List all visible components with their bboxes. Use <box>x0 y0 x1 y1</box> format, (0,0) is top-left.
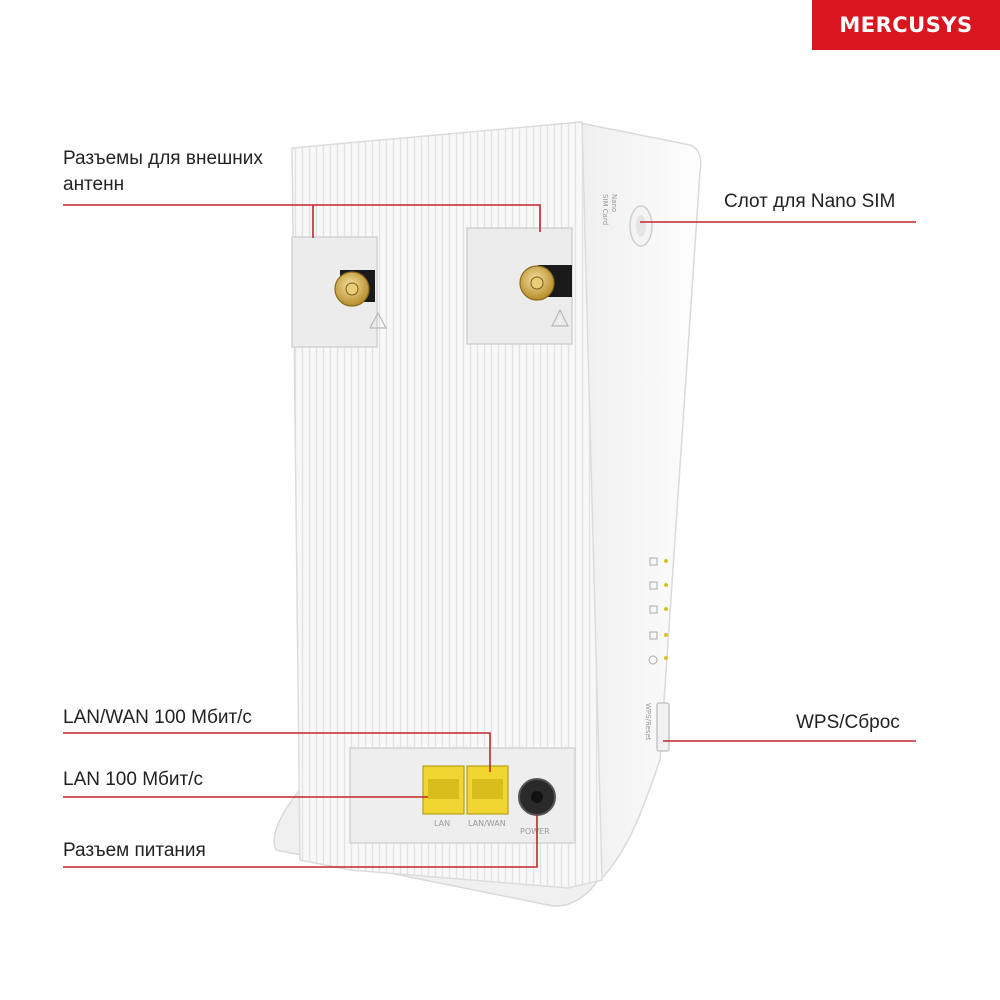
nano-sim-label: Слот для Nano SIM <box>724 191 896 212</box>
led-indicators <box>648 557 668 665</box>
led-indicator-icon <box>649 557 658 566</box>
antenna-connectors-label: Разъемы для внешних антенн <box>63 146 263 198</box>
mercusys-logo: MERCUSYS <box>812 0 1000 50</box>
warning-icon <box>551 308 569 327</box>
antenna-connector-left <box>291 236 387 348</box>
led-indicator-icon <box>649 605 658 614</box>
sim-label-1: Nano <box>610 194 618 212</box>
port-label-power: POWER <box>520 827 550 836</box>
port-label-lan-wan: LAN/WAN <box>468 819 506 828</box>
port-label-lan: LAN <box>434 819 450 828</box>
antenna-connectors-label-line2: антенн <box>63 174 125 196</box>
lan-wan-label: LAN/WAN 100 Мбит/с <box>63 707 252 728</box>
leader-lan-wan <box>63 732 491 772</box>
leader-antenna <box>63 204 541 232</box>
wps-reset-label: WPS/Сброс <box>796 712 900 733</box>
lan-label: LAN 100 Мбит/с <box>63 769 204 790</box>
router-side-panel <box>564 121 702 881</box>
led-indicator-icon <box>649 581 658 590</box>
antenna-connectors-label-line1: Разъемы для внешних <box>63 148 263 169</box>
leader-lines <box>63 204 916 868</box>
led-indicator-icon <box>648 655 658 665</box>
sim-label-2: SIM Card <box>601 194 609 225</box>
power-jack-label: Разъем питания <box>63 840 206 861</box>
nano-sim-slot: Nano SIM Card <box>601 194 653 247</box>
leader-power <box>63 815 538 868</box>
port-panel: LAN LAN/WAN POWER <box>349 747 576 844</box>
antenna-connector-right <box>466 227 573 345</box>
logo-text: MERCUSYS <box>839 13 973 37</box>
led-indicator-icon <box>649 631 658 640</box>
wps-label: WPS/Reset <box>644 703 652 741</box>
warning-icon <box>369 311 387 329</box>
wps-reset-button: WPS/Reset <box>644 702 670 752</box>
